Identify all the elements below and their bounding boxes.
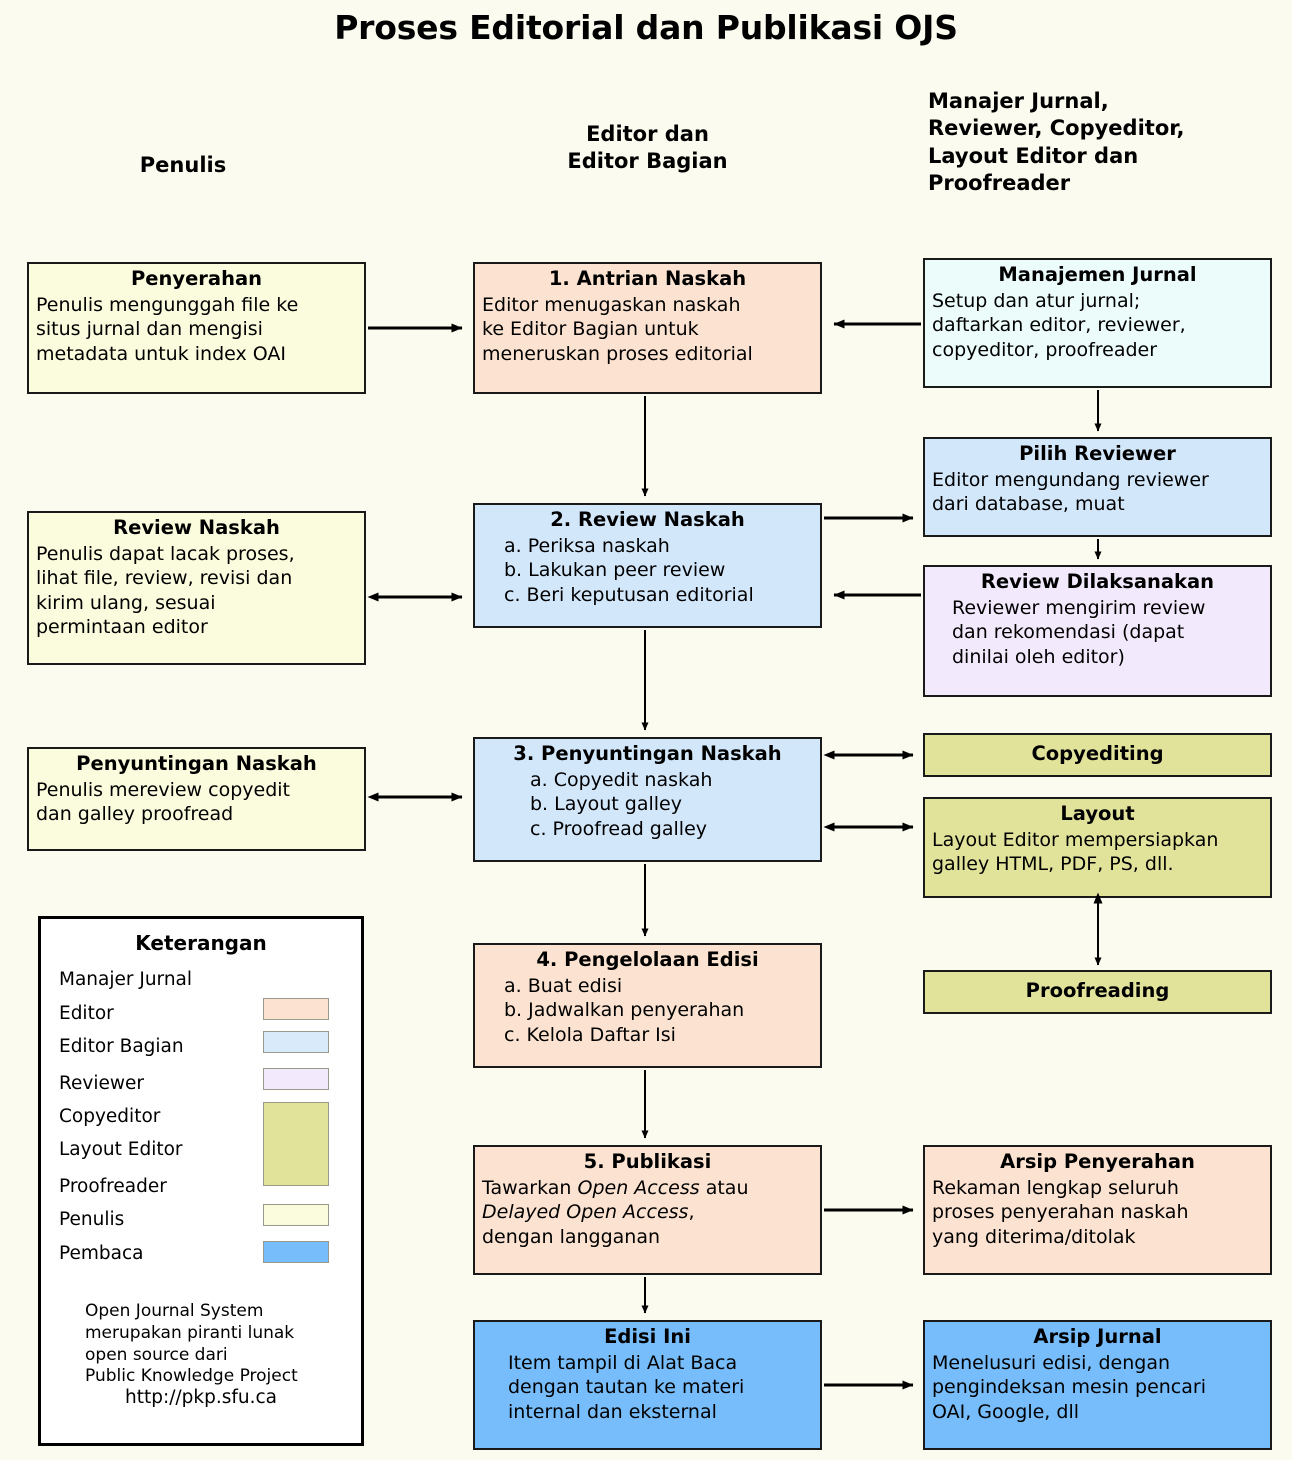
node-pengelolaan-edisi-body: a. Buat edisi b. Jadwalkan penyerahan c.…	[504, 974, 745, 1046]
node-review-naskah-penulis[interactable]: Review Naskah Penulis dapat lacak proses…	[27, 511, 366, 665]
node-penyuntingan-naskah-penulis-body: Penulis mereview copyedit dan galley pro…	[36, 778, 290, 826]
node-copyediting-title: Copyediting	[1031, 742, 1164, 766]
node-penyuntingan-naskah-penulis[interactable]: Penyuntingan Naskah Penulis mereview cop…	[27, 747, 366, 851]
node-penyerahan-title: Penyerahan	[130, 267, 263, 290]
column-header-manajer: Manajer Jurnal,Reviewer, Copyeditor,Layo…	[928, 89, 1185, 195]
node-copyediting[interactable]: Copyediting	[923, 733, 1272, 777]
legend-label-copyeditor: Copyeditor	[59, 1106, 161, 1127]
node-layout[interactable]: Layout Layout Editor mempersiapkan galle…	[923, 797, 1272, 898]
node-edisi-ini-body: Item tampil di Alat Baca dengan tautan k…	[508, 1351, 745, 1423]
node-arsip-jurnal-title: Arsip Jurnal	[1033, 1325, 1162, 1348]
node-penyuntingan-naskah-body: a. Copyedit naskah b. Layout galley c. P…	[530, 768, 713, 840]
node-manajemen-jurnal-title: Manajemen Jurnal	[998, 263, 1197, 286]
legend-label-pembaca: Pembaca	[59, 1243, 144, 1264]
legend-swatch-editor	[263, 998, 329, 1020]
node-edisi-ini[interactable]: Edisi Ini Item tampil di Alat Baca denga…	[473, 1320, 822, 1450]
node-layout-title: Layout	[1060, 802, 1135, 825]
legend-title: Keterangan	[135, 931, 267, 955]
node-penyuntingan-naskah-title: 3. Penyuntingan Naskah	[513, 742, 782, 765]
node-review-dilaksanakan-title: Review Dilaksanakan	[980, 570, 1215, 593]
node-antrian-naskah-body: Editor menugaskan naskah ke Editor Bagia…	[482, 293, 753, 365]
legend-label-penulis: Penulis	[59, 1209, 125, 1230]
node-review-naskah-title: 2. Review Naskah	[550, 508, 745, 531]
node-pengelolaan-edisi-title: 4. Pengelolaan Edisi	[536, 948, 759, 971]
legend-panel: Keterangan Manajer Jurnal Editor Editor …	[38, 916, 364, 1446]
node-publikasi-body: Tawarkan Open Access atau Delayed Open A…	[482, 1176, 813, 1249]
legend-swatch-editor-bagian	[263, 1031, 329, 1053]
node-arsip-jurnal-body: Menelusuri edisi, dengan pengindeksan me…	[932, 1351, 1206, 1423]
page-title: Proses Editorial dan Publikasi OJS	[334, 8, 958, 47]
node-proofreading[interactable]: Proofreading	[923, 970, 1272, 1014]
legend-swatch-copy-layout-proof	[263, 1102, 329, 1186]
node-antrian-naskah-title: 1. Antrian Naskah	[548, 267, 747, 290]
node-penyuntingan-naskah-penulis-title: Penyuntingan Naskah	[76, 752, 317, 775]
legend-label-reviewer: Reviewer	[59, 1073, 144, 1094]
legend-swatch-penulis	[263, 1204, 329, 1226]
legend-swatch-reviewer	[263, 1068, 329, 1090]
node-penyuntingan-naskah[interactable]: 3. Penyuntingan Naskah a. Copyedit naska…	[473, 737, 822, 862]
node-publikasi[interactable]: 5. Publikasi Tawarkan Open Access atau D…	[473, 1145, 822, 1275]
node-arsip-jurnal[interactable]: Arsip Jurnal Menelusuri edisi, dengan pe…	[923, 1320, 1272, 1450]
publikasi-line-2: Delayed Open Access,	[482, 1201, 695, 1224]
node-review-naskah-body: a. Periksa naskah b. Lakukan peer review…	[504, 534, 754, 606]
legend-label-editor: Editor	[59, 1003, 114, 1024]
column-header-penulis: Penulis	[139, 153, 227, 177]
node-review-dilaksanakan[interactable]: Review Dilaksanakan Reviewer mengirim re…	[923, 565, 1272, 697]
node-penyerahan-body: Penulis mengunggah file ke situs jurnal …	[36, 293, 299, 365]
publikasi-line-1: Tawarkan Open Access atau	[482, 1176, 749, 1199]
node-review-naskah-penulis-body: Penulis dapat lacak proses, lihat file, …	[36, 542, 295, 638]
node-penyerahan[interactable]: Penyerahan Penulis mengunggah file ke si…	[27, 262, 366, 394]
legend-label-proofreader: Proofreader	[59, 1176, 167, 1197]
legend-url: http://pkp.sfu.ca	[124, 1387, 278, 1408]
node-manajemen-jurnal-body: Setup dan atur jurnal; daftarkan editor,…	[932, 289, 1186, 361]
node-pengelolaan-edisi[interactable]: 4. Pengelolaan Edisi a. Buat edisi b. Ja…	[473, 943, 822, 1068]
node-arsip-penyerahan-title: Arsip Penyerahan	[1000, 1150, 1195, 1173]
node-edisi-ini-title: Edisi Ini	[604, 1325, 691, 1348]
node-review-naskah[interactable]: 2. Review Naskah a. Periksa naskah b. La…	[473, 503, 822, 628]
node-review-dilaksanakan-body: Reviewer mengirim review dan rekomendasi…	[952, 596, 1206, 668]
node-pilih-reviewer[interactable]: Pilih Reviewer Editor mengundang reviewe…	[923, 437, 1272, 537]
node-proofreading-title: Proofreading	[1025, 979, 1170, 1003]
node-publikasi-title: 5. Publikasi	[583, 1150, 712, 1173]
legend-label-manajer-jurnal: Manajer Jurnal	[59, 969, 193, 990]
node-antrian-naskah[interactable]: 1. Antrian Naskah Editor menugaskan nask…	[473, 262, 822, 394]
legend-note: Open Journal System merupakan piranti lu…	[85, 1301, 298, 1387]
legend-label-editor-bagian: Editor Bagian	[59, 1036, 184, 1057]
node-arsip-penyerahan-body: Rekaman lengkap seluruh proses penyeraha…	[932, 1176, 1189, 1248]
legend-label-layout-editor: Layout Editor	[59, 1139, 183, 1160]
node-layout-body: Layout Editor mempersiapkan galley HTML,…	[932, 828, 1219, 876]
node-pilih-reviewer-body: Editor mengundang reviewer dari database…	[932, 468, 1209, 516]
node-pilih-reviewer-title: Pilih Reviewer	[1019, 442, 1176, 465]
node-manajemen-jurnal[interactable]: Manajemen Jurnal Setup dan atur jurnal; …	[923, 258, 1272, 388]
node-arsip-penyerahan[interactable]: Arsip Penyerahan Rekaman lengkap seluruh…	[923, 1145, 1272, 1275]
legend-swatch-pembaca	[263, 1241, 329, 1263]
node-review-naskah-penulis-title: Review Naskah	[113, 516, 280, 539]
